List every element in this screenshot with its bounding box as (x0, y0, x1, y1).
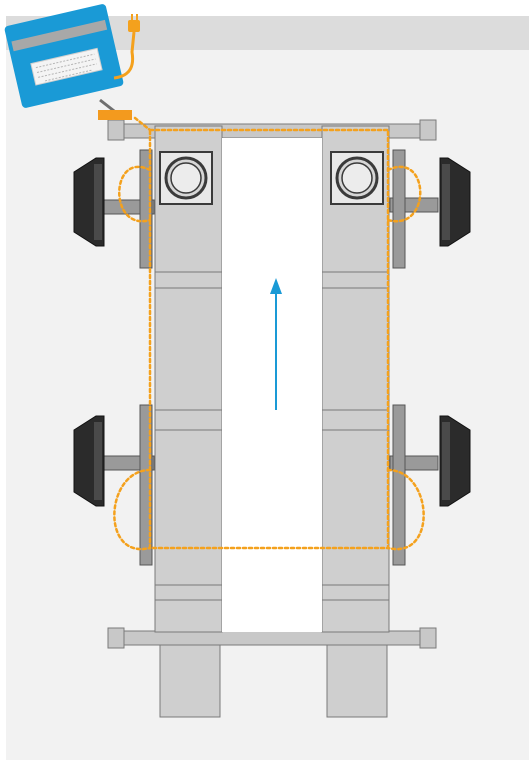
power-cable (113, 31, 136, 80)
wheel-sensor-icon (439, 415, 471, 507)
turntable-icon (159, 151, 213, 205)
clamp-arm-front-right (389, 149, 439, 269)
wheel-sensor-icon (73, 415, 105, 507)
cable-routing (113, 116, 425, 551)
power-plug-icon (128, 14, 140, 32)
wheel-sensor-icon (439, 157, 471, 247)
clamp-arm-rear-right (389, 404, 439, 566)
drive-direction-arrow-icon (270, 278, 282, 410)
center-gap (222, 138, 322, 632)
connector-box (98, 110, 132, 120)
turntable-icon (330, 151, 384, 205)
right-runway (321, 125, 390, 718)
computer-tablet-icon (4, 4, 124, 108)
wheel-sensor-icon (73, 157, 105, 247)
left-runway (154, 125, 223, 718)
